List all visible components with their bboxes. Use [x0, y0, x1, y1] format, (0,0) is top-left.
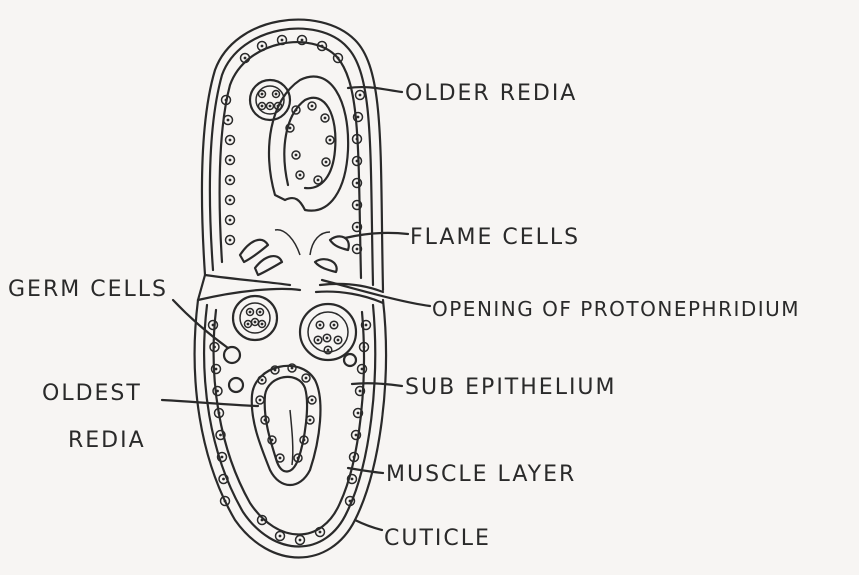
cell-nucleus — [224, 500, 227, 503]
cell-nucleus — [261, 45, 264, 48]
cell-nucleus — [327, 349, 330, 352]
cell-nucleus — [229, 239, 232, 242]
cell-nucleus — [229, 219, 232, 222]
cell-nucleus — [356, 182, 359, 185]
cell-nucleus — [218, 412, 221, 415]
cell-nucleus — [356, 138, 359, 141]
label-germ-cells: GERM CELLS — [8, 277, 168, 302]
label-sub-epithelium: SUB EPITHELIUM — [405, 375, 617, 400]
cell-nucleus — [219, 434, 222, 437]
cell-nucleus — [333, 324, 336, 327]
leader-sub-epithelium — [352, 383, 402, 386]
cell-nucleus — [216, 390, 219, 393]
cell-nucleus — [317, 339, 320, 342]
cell-nucleus — [229, 199, 232, 202]
leader-germ-cells — [173, 300, 228, 348]
cell-nucleus — [317, 179, 320, 182]
cell-nucleus — [329, 139, 332, 142]
cell-nucleus — [279, 535, 282, 538]
cell-nucleus — [249, 311, 252, 314]
cell-nucleus — [319, 324, 322, 327]
cell-nucleus — [359, 390, 362, 393]
cell-nucleus — [305, 377, 308, 380]
cell-nucleus — [299, 174, 302, 177]
cell-nucleus — [326, 337, 329, 340]
cell-nucleus — [221, 456, 224, 459]
cell-nucleus — [229, 179, 232, 182]
cell-nucleus — [351, 478, 354, 481]
cell-nucleus — [289, 127, 292, 130]
cell-nucleus — [356, 160, 359, 163]
cell-nucleus — [222, 478, 225, 481]
cell-nucleus — [311, 105, 314, 108]
cell-nucleus — [254, 321, 257, 324]
cell-nucleus — [275, 93, 278, 96]
cell-nucleus — [227, 119, 230, 122]
cell-nucleus — [321, 45, 324, 48]
cell-nucleus — [259, 311, 262, 314]
cell-nucleus — [213, 346, 216, 349]
cell-nucleus — [261, 93, 264, 96]
cell-nucleus — [279, 457, 282, 460]
cell-nucleus — [269, 105, 272, 108]
cell-nucleus — [311, 399, 314, 402]
label-cuticle: CUTICLE — [384, 526, 491, 551]
cell-nucleus — [325, 161, 328, 164]
cell-nucleus — [337, 339, 340, 342]
leader-muscle-layer — [348, 468, 383, 473]
leader-cuticle — [355, 520, 382, 530]
cell-nucleus — [261, 379, 264, 382]
cell-nucleus — [355, 434, 358, 437]
cell-nucleus — [319, 531, 322, 534]
cell-nucleus — [349, 500, 352, 503]
cell-nucleus — [244, 57, 247, 60]
flame-cells — [240, 230, 349, 275]
cell-nucleus — [357, 116, 360, 119]
cell-nucleus — [356, 248, 359, 251]
label-oldest-redia-line2: REDIA — [68, 428, 146, 453]
label-opening-of-protonephridium: OPENING OF PROTONEPHRIDIUM — [432, 297, 800, 321]
cell-nucleus — [261, 519, 264, 522]
label-older-redia: OLDER REDIA — [405, 81, 577, 106]
cell-nucleus — [359, 94, 362, 97]
label-oldest-redia-line1: OLDEST — [42, 381, 142, 406]
leader-flame-cells — [345, 233, 408, 238]
cell-nucleus — [337, 57, 340, 60]
cell-nucleus — [301, 39, 304, 42]
cell-nucleus — [353, 456, 356, 459]
cell-nucleus — [295, 154, 298, 157]
labels: OLDER REDIA FLAME CELLS GERM CELLS OPENI… — [8, 81, 800, 551]
cell-nucleus — [229, 159, 232, 162]
label-flame-cells: FLAME CELLS — [410, 225, 580, 250]
cell-nucleus — [281, 39, 284, 42]
cell-nucleus — [361, 368, 364, 371]
cell-nucleus — [229, 139, 232, 142]
cell-nucleus — [299, 539, 302, 542]
cell-nucleus — [357, 412, 360, 415]
cell-nucleus — [259, 399, 262, 402]
cell-nucleus — [309, 419, 312, 422]
cell-nucleus — [225, 99, 228, 102]
label-muscle-layer: MUSCLE LAYER — [386, 462, 576, 487]
cell-nucleus — [324, 117, 327, 120]
cell-nucleus — [261, 105, 264, 108]
cell-nucleus — [212, 324, 215, 327]
cell-nucleus — [365, 324, 368, 327]
cell-nucleus — [215, 368, 218, 371]
cell-nucleus — [261, 323, 264, 326]
cell-nucleus — [247, 323, 250, 326]
cell-nucleus — [356, 226, 359, 229]
cell-nucleus — [363, 346, 366, 349]
cell-nucleus — [356, 204, 359, 207]
leader-oldest-redia — [162, 400, 258, 406]
